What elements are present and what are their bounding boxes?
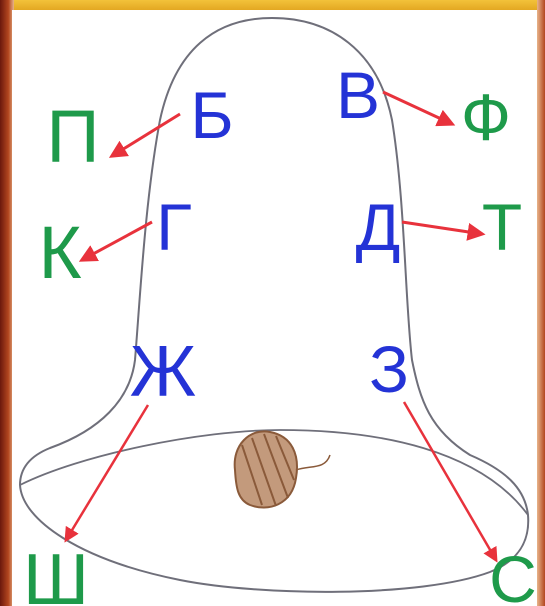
- voiceless-letter-k: К: [38, 211, 81, 294]
- voiceless-letter-t: Т: [482, 190, 522, 264]
- voiced-letter-z: З: [369, 332, 409, 406]
- arrow-d-t: [402, 222, 482, 234]
- arrow-b-p: [112, 114, 180, 156]
- arrow-v-f: [383, 92, 452, 124]
- voiceless-letter-f: Ф: [461, 80, 511, 154]
- arrow-z-s: [404, 402, 496, 560]
- bell-clapper: [235, 431, 330, 507]
- voiceless-letter-sh: Ш: [23, 540, 89, 606]
- voiced-letter-g: Г: [156, 190, 192, 264]
- arrow-g-k: [82, 222, 152, 260]
- arrow-zh-sh: [66, 405, 148, 540]
- voiced-letter-v: В: [336, 58, 380, 132]
- voiceless-letter-s: С: [489, 542, 537, 606]
- voiceless-letter-p: П: [46, 95, 99, 178]
- voiced-letter-zh: Ж: [130, 332, 196, 412]
- voiced-letter-b: Б: [190, 78, 233, 152]
- voiced-letter-d: Д: [356, 190, 401, 264]
